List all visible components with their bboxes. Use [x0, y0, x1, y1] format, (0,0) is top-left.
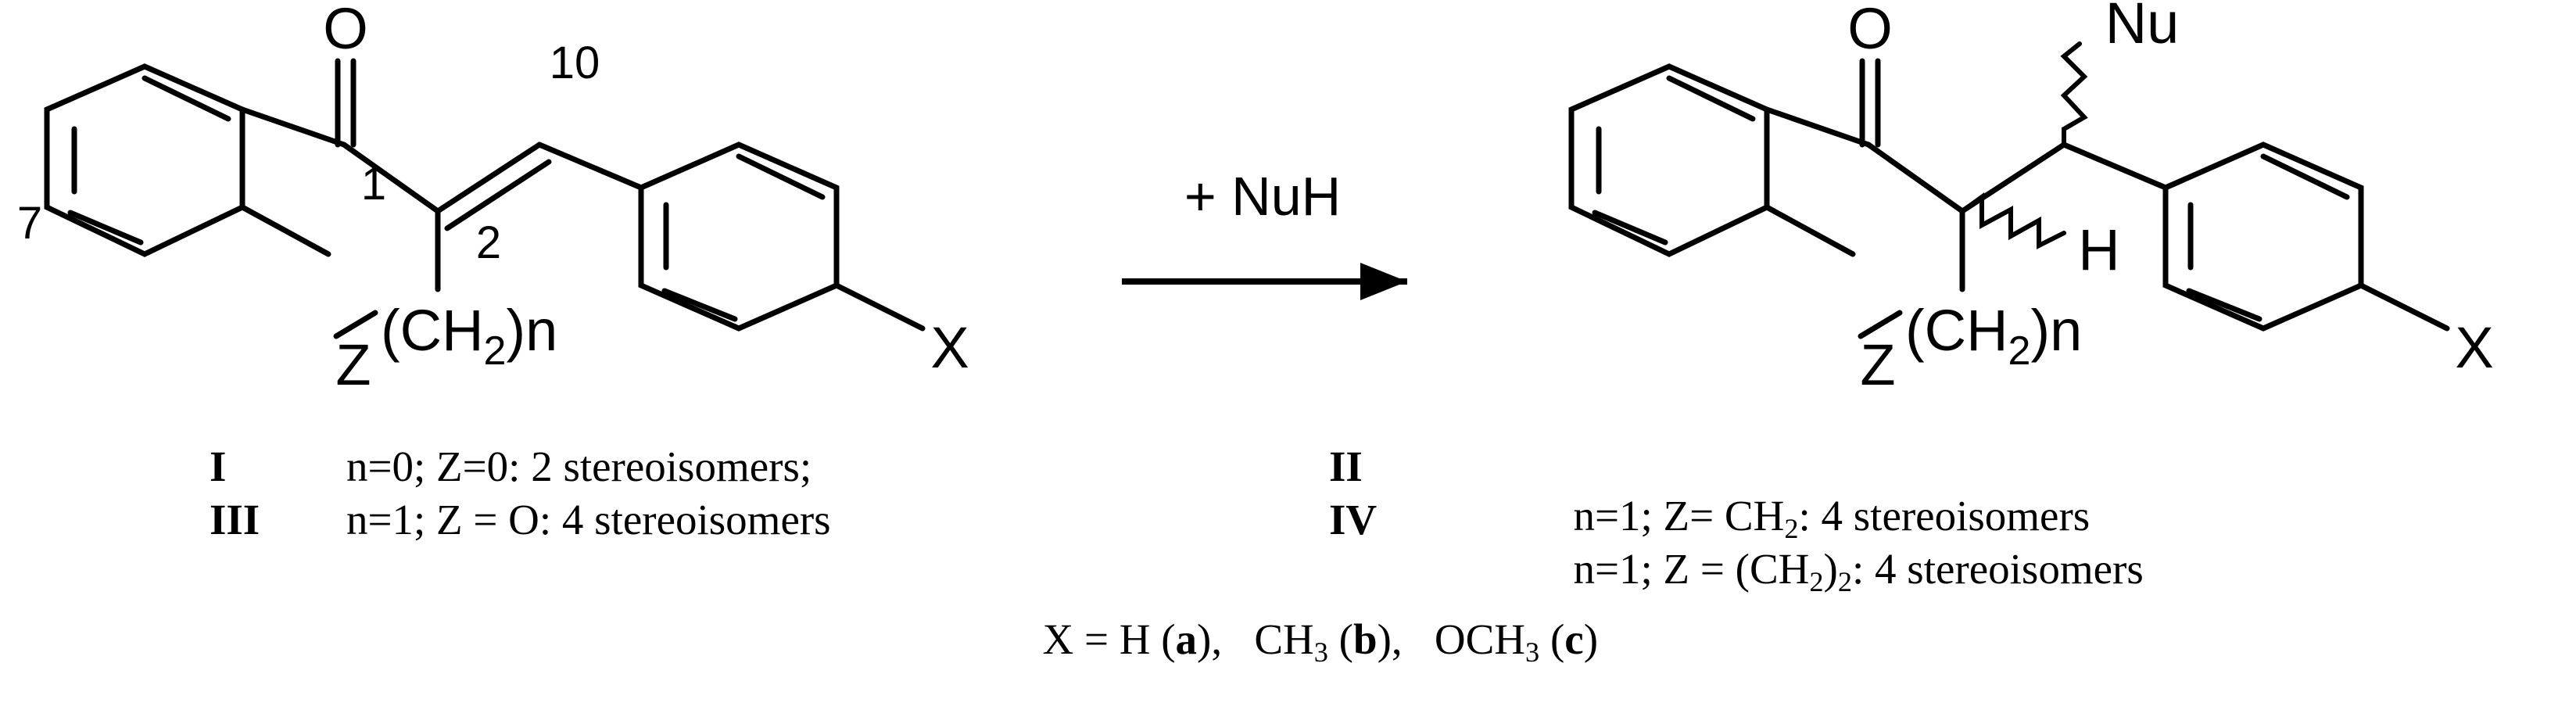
legend-text-II-sub: 2	[1784, 513, 1799, 545]
reactant-benzene-ring	[44, 63, 245, 257]
product-structure	[1568, 41, 2450, 339]
product-bond-z-to-chain	[1858, 310, 1903, 339]
product-carbonyl-oxygen-label: O	[1847, 0, 1893, 61]
product-nucleophile-label: Nu	[2105, 0, 2180, 56]
legend-roman-I: I	[210, 443, 227, 490]
legend-text-III: n=1; Z = O: 4 stereoisomers	[346, 496, 831, 543]
legend-text-IV-sub2: 2	[1837, 566, 1853, 598]
product-bridge-chain-label: (CH2)n	[1905, 298, 2082, 374]
legend-row-1: I n=0; Z=0: 2 stereoisomers; II n=1; Z= …	[0, 442, 2576, 544]
product-bond-ring-to-carbonyl	[1764, 106, 1872, 148]
reactant-bond-c1-c2	[341, 142, 441, 214]
reactant-alkene-double-bond	[435, 142, 552, 231]
legend-block: I n=0; Z=0: 2 stereoisomers; II n=1; Z= …	[0, 442, 2576, 717]
legend-x-definition-line: X = H (a), CH3 (b), OCH3 (c)	[0, 565, 2576, 717]
legend-text-IV-b: )	[1823, 545, 1838, 593]
product-benzene-ring	[1568, 63, 1770, 257]
x-variant-b: b	[1352, 615, 1378, 663]
legend-row-2: III n=1; Z = O: 4 stereoisomers IV n=1; …	[0, 495, 2576, 597]
reactant-bond-ring-to-z	[239, 204, 331, 257]
reactant-carbonyl-oxygen-label: O	[323, 0, 368, 61]
legend-entry-II: II n=1; Z= CH2: 4 stereoisomers	[1329, 442, 2090, 544]
product-bond-carbonyl-to-alpha	[1865, 142, 1965, 214]
reactant-bond-aryl-to-x	[833, 282, 926, 332]
arrow-head	[1360, 263, 1407, 300]
legend-entry-III: III n=1; Z = O: 4 stereoisomers	[0, 495, 1329, 548]
legend-text-IV-c: : 4 stereoisomers	[1852, 545, 2144, 593]
product-bond-beta-to-aryl	[2061, 142, 2169, 191]
reactant-bridge-chain-label: (CH2)n	[381, 298, 557, 374]
reactant-position-7-label: 7	[17, 198, 42, 249]
reactant-structure	[44, 58, 926, 339]
legend-text-IV-sub1: 2	[1809, 566, 1824, 598]
reactant-chain-open: (CH	[381, 298, 484, 363]
legend-roman-II: II	[1329, 443, 1363, 490]
x-line-c-close: )	[1583, 615, 1599, 663]
legend-text-II-b: : 4 stereoisomers	[1798, 492, 2091, 540]
legend-text-IV-a: n=1; Z = (CH	[1573, 545, 1810, 593]
reactant-bond-ring-to-c1	[239, 106, 347, 148]
product-chain-close: )n	[2030, 298, 2082, 363]
product-bond-ring-to-z	[1764, 204, 1856, 257]
legend-entry-I: I n=0; Z=0: 2 stereoisomers;	[0, 442, 1329, 495]
product-chain-subscript: 2	[2008, 328, 2031, 374]
x-line-prefix: X = H (	[1042, 615, 1176, 663]
legend-text-IV: n=1; Z = (CH2)2: 4 stereoisomers	[1466, 495, 2144, 647]
reactant-aryl-x-ring	[638, 142, 840, 332]
product-bond-aryl-to-x	[2358, 282, 2450, 332]
reactant-bridge-z-label: Z	[335, 332, 371, 397]
reagent-label: + NuH	[1184, 166, 1341, 227]
reaction-arrow-group	[1122, 263, 1407, 300]
product-wavy-bond-h	[1960, 192, 2066, 249]
reactant-chain-close: )n	[506, 298, 557, 363]
x-line-b-open: (	[1327, 615, 1353, 663]
reactant-bond-c10-aryl	[536, 142, 644, 191]
legend-text-I: n=0; Z=0: 2 stereoisomers;	[346, 443, 812, 490]
product-substituent-x-label: X	[2455, 315, 2493, 380]
x-variant-a: a	[1175, 615, 1198, 663]
reactant-position-1-label: 1	[361, 159, 386, 210]
product-hydrogen-label: H	[2078, 217, 2119, 282]
reactant-bond-z-to-chain	[333, 310, 378, 339]
legend-roman-III: III	[210, 496, 260, 543]
legend-entry-IV: IV n=1; Z = (CH2)2: 4 stereoisomers	[1329, 495, 2144, 597]
svg-text:(CH2)n: (CH2)n	[1905, 298, 2082, 374]
reactant-substituent-x-label: X	[930, 315, 969, 380]
legend-text-II-a: n=1; Z= CH	[1573, 492, 1785, 540]
product-bridge-z-label: Z	[1860, 332, 1895, 397]
reactant-chain-subscript: 2	[484, 328, 507, 374]
x-variant-c: c	[1564, 615, 1584, 663]
legend-text-II: n=1; Z= CH2: 4 stereoisomers	[1466, 442, 2091, 594]
legend-roman-IV: IV	[1329, 496, 1378, 543]
product-carbonyl-double-bond	[1859, 58, 1881, 148]
x-line-sub2: 3	[1525, 636, 1540, 669]
reactant-carbonyl-double-bond	[335, 58, 356, 148]
x-line-c-open: (	[1539, 615, 1565, 663]
product-aryl-x-ring	[2162, 142, 2364, 332]
product-wavy-bond-nu	[2060, 41, 2088, 147]
svg-text:(CH2)n: (CH2)n	[381, 298, 557, 374]
reactant-position-2-label: 2	[476, 217, 501, 268]
x-line-sub1: 3	[1313, 636, 1328, 669]
reactant-position-10-label: 10	[550, 38, 600, 88]
product-chain-open: (CH	[1905, 298, 2008, 363]
x-line-mid2: ), OCH	[1377, 615, 1526, 663]
x-line-mid1: ), CH	[1197, 615, 1314, 663]
